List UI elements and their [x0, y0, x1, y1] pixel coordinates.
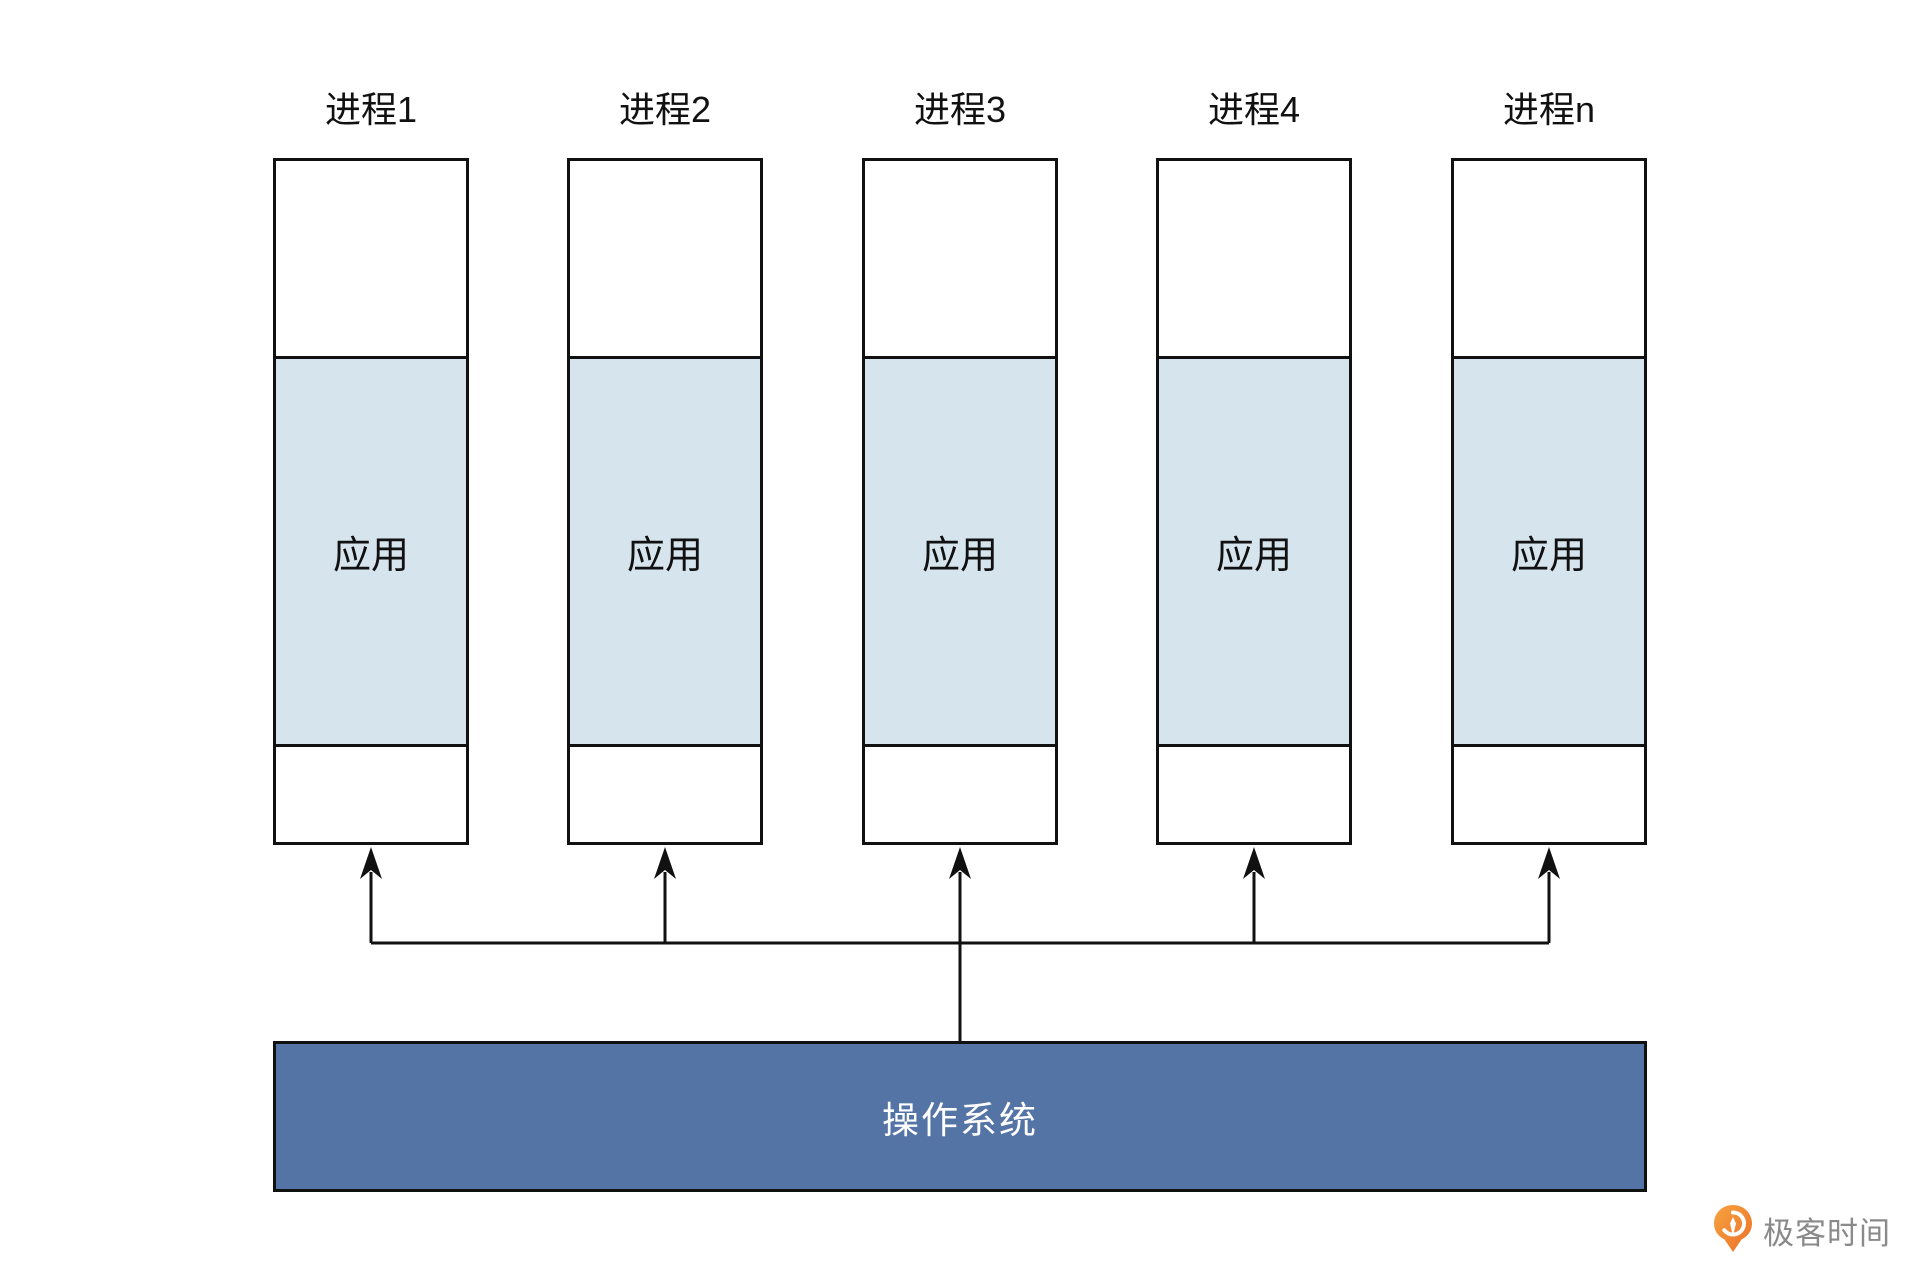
- process-1-title: 进程1: [324, 89, 418, 130]
- geektime-pin-icon: [1714, 1205, 1752, 1252]
- process-4-app-section: 应用: [1159, 359, 1349, 747]
- process-1-app-section: 应用: [276, 359, 466, 747]
- process-2-title: 进程2: [618, 89, 712, 130]
- process-3-bottom-section: [865, 747, 1055, 842]
- process-2-column: 应用: [567, 158, 763, 845]
- process-3-top-section: [865, 161, 1055, 359]
- process-1-bottom-section: [276, 747, 466, 842]
- process-1-top-section: [276, 161, 466, 359]
- process-2-top-section: [570, 161, 760, 359]
- process-n-app-section: 应用: [1454, 359, 1644, 747]
- process-n-top-section: [1454, 161, 1644, 359]
- process-3-title: 进程3: [913, 89, 1007, 130]
- geektime-logo-text: 极客时间: [1763, 1215, 1891, 1251]
- process-4-title: 进程4: [1207, 89, 1301, 130]
- process-n-bottom-section: [1454, 747, 1644, 842]
- process-n-column: 应用: [1451, 158, 1647, 845]
- process-4-column: 应用: [1156, 158, 1352, 845]
- process-4-bottom-section: [1159, 747, 1349, 842]
- process-1-column: 应用: [273, 158, 469, 845]
- process-2-app-section: 应用: [570, 359, 760, 747]
- operating-system-bar: 操作系统: [273, 1041, 1647, 1192]
- geektime-logo: 极客时间: [1712, 1202, 1891, 1258]
- process-n-title: 进程n: [1502, 89, 1596, 130]
- process-3-app-section: 应用: [865, 359, 1055, 747]
- process-3-column: 应用: [862, 158, 1058, 845]
- process-4-top-section: [1159, 161, 1349, 359]
- process-2-bottom-section: [570, 747, 760, 842]
